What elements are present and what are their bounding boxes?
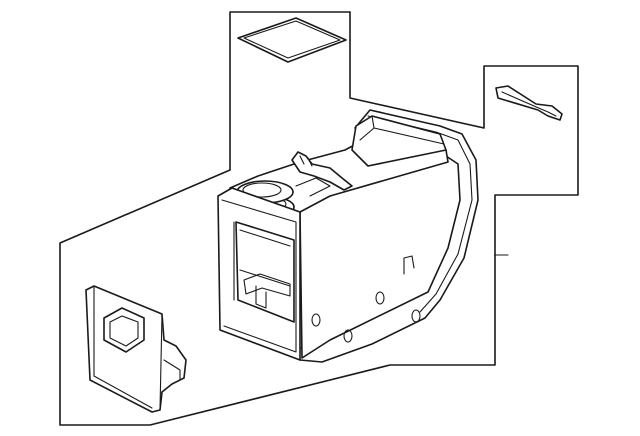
hole [375,291,385,305]
hole [311,313,321,327]
hole [411,309,421,323]
callout-boundary [59,11,579,426]
bracket-part [495,85,563,121]
hole [343,329,353,343]
console-assembly-part [217,109,479,363]
mat-part [237,17,347,63]
panel-part [85,285,187,413]
